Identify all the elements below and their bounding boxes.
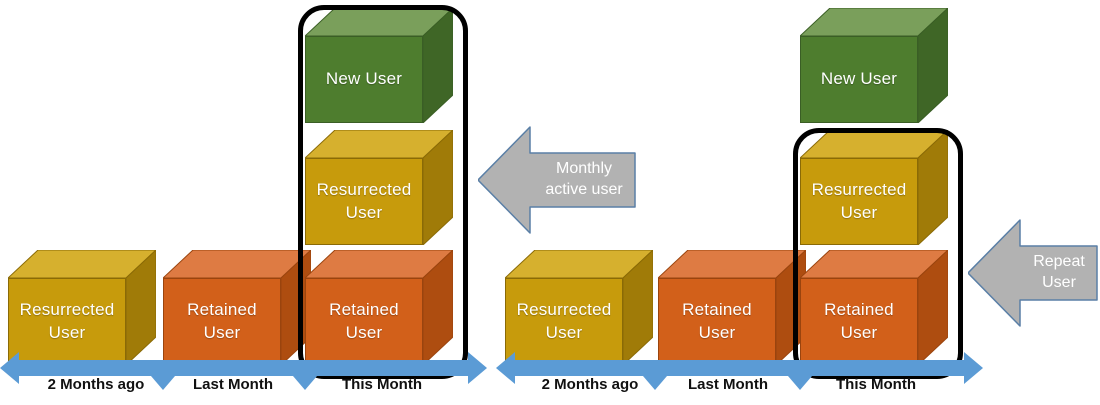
highlight-repeat-user — [793, 128, 963, 379]
callout-monthly-active-user: Monthly active user — [478, 125, 636, 235]
timeline-label-2-months-ago: 2 Months ago — [541, 376, 639, 393]
box-retained-user: Retained User — [163, 250, 311, 365]
box-retained-user: Retained User — [305, 250, 453, 365]
timeline-arrow-right-icon — [964, 352, 983, 384]
callout-repeat-user: Repeat User — [968, 218, 1098, 328]
box-front-face — [800, 278, 918, 365]
box-resurrected-user: Resurrected User — [505, 250, 653, 365]
box-front-face — [800, 158, 918, 245]
timeline-label-last-month: Last Month — [688, 376, 768, 393]
timeline-bar — [514, 360, 966, 376]
timeline-label-2-months-ago: 2 Months ago — [47, 376, 145, 393]
timeline-label-this-month: This Month — [836, 376, 916, 393]
timeline-left — [0, 352, 490, 390]
timeline-label-this-month: This Month — [342, 376, 422, 393]
highlight-monthly-active-user — [298, 5, 468, 379]
box-front-face — [8, 278, 126, 365]
box-front-face — [658, 278, 776, 365]
box-front-face — [163, 278, 281, 365]
timeline-label-last-month: Last Month — [193, 376, 273, 393]
timeline-arrow-left-icon — [496, 352, 515, 384]
timeline-arrow-right-icon — [468, 352, 487, 384]
timeline-bar — [18, 360, 470, 376]
box-retained-user: Retained User — [658, 250, 806, 365]
box-front-face — [305, 36, 423, 123]
box-new-user: New User — [800, 8, 948, 123]
box-front-face — [800, 36, 918, 123]
box-resurrected-user: Resurrected User — [8, 250, 156, 365]
box-resurrected-user: Resurrected User — [800, 130, 948, 245]
timeline-right — [496, 352, 986, 390]
timeline-arrow-left-icon — [0, 352, 19, 384]
box-front-face — [305, 158, 423, 245]
